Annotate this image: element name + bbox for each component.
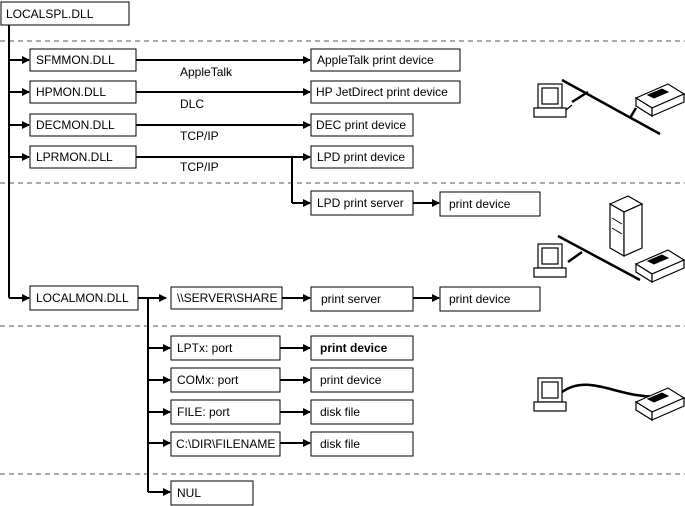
local-workstation-icon [533,243,567,278]
network-cable-line [557,234,641,282]
com-port-label: COMx: port [177,373,239,387]
appletalk-device-label: AppleTalk print device [317,53,434,67]
tcpip-protocol-label: TCP/IP [180,129,219,143]
dir-target-node: disk file [310,431,414,457]
hpmon-node: HPMON.DLL [29,80,137,104]
network-printer-icon [634,83,685,118]
localmon-node: LOCALMON.DLL [29,285,139,311]
file-port-label: FILE: port [177,405,230,419]
dir-filename-label: C:\DIR\FILENAME [176,437,275,451]
lpt-device-label: print device [320,341,388,355]
localmon-label: LOCALMON.DLL [36,291,129,305]
com-device-node: print device [310,367,414,393]
lpt-device-node: print device [310,335,414,361]
network-cable-line [628,107,638,119]
lpd-server-device-label: print device [449,197,511,211]
network-printer-icon [634,249,685,284]
server-tower-icon [608,195,644,258]
dir-filename-node: C:\DIR\FILENAME [170,431,281,457]
lpd-server-label: LPD print server [317,196,404,210]
share-device-node: print device [439,286,541,312]
hpmon-label: HPMON.DLL [36,85,106,99]
network-cable-line [561,78,661,136]
lpd-server-device-node: print device [439,191,541,217]
print-server-label: print server [321,292,381,306]
decmon-node: DECMON.DLL [29,113,137,137]
nul-label: NUL [177,486,201,500]
lpd-server-node: LPD print server [310,190,414,216]
lpd-device-label: LPD print device [317,150,405,164]
com-device-label: print device [320,373,382,387]
network-cable-line [567,250,583,264]
appletalk-protocol-label: AppleTalk [180,65,233,79]
dlc-protocol-label: DLC [180,97,204,111]
network-workstation-icon [533,83,573,118]
tcpip-protocol-label: TCP/IP [180,160,219,174]
local-printer-icon [634,387,685,422]
file-port-node: FILE: port [170,399,281,425]
hp-device-label: HP JetDirect print device [316,85,448,99]
sfmmon-label: SFMMON.DLL [36,53,115,67]
lprmon-label: LPRMON.DLL [36,150,113,164]
com-port-node: COMx: port [170,367,281,393]
local-workstation-icon [533,377,567,412]
file-target-label: disk file [320,405,360,419]
appletalk-device-node: AppleTalk print device [310,48,461,72]
hp-device-node: HP JetDirect print device [310,80,461,104]
lprmon-node: LPRMON.DLL [29,145,137,169]
dir-target-label: disk file [320,437,360,451]
file-target-node: disk file [310,399,414,425]
dec-device-label: DEC print device [316,118,406,132]
share-device-label: print device [449,292,511,306]
share-label: \\SERVER\SHARE [177,291,277,305]
localspl-label: LOCALSPL.DLL [6,7,94,21]
lpt-port-node: LPTx: port [170,335,281,361]
local-cable-line [561,383,661,398]
share-node: \\SERVER\SHARE [170,286,283,310]
network-cable-line [571,90,589,104]
sfmmon-node: SFMMON.DLL [29,48,137,72]
localspl-node: LOCALSPL.DLL [0,1,130,26]
print-server-node: print server [310,286,414,312]
lpt-port-label: LPTx: port [177,341,233,355]
lpd-device-node: LPD print device [310,145,414,169]
nul-node: NUL [170,480,254,506]
decmon-label: DECMON.DLL [36,118,115,132]
dec-device-node: DEC print device [310,113,414,137]
